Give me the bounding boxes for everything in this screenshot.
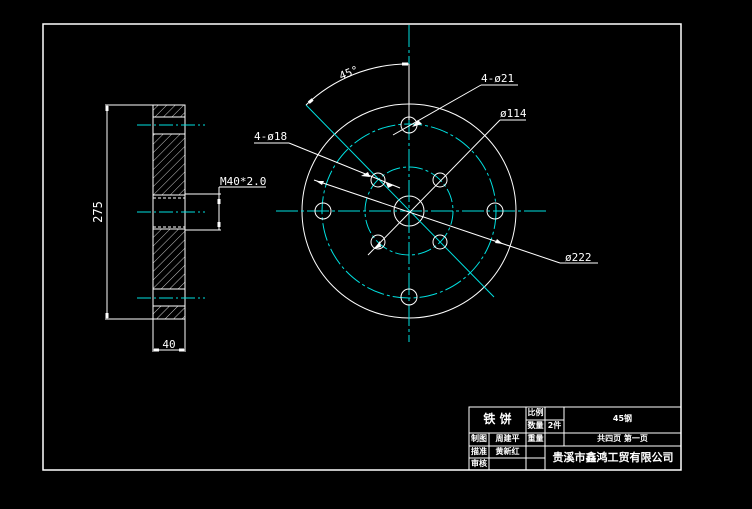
drawn-by: 周建平 — [495, 434, 520, 443]
inner-holes-label: 4-ø18 — [254, 130, 287, 143]
drawing-frame — [42, 23, 682, 471]
angle-dimension-text: 45° — [337, 63, 360, 82]
hatch-section — [152, 305, 186, 320]
angle-dimension-arc — [305, 63, 410, 106]
hatch-section — [152, 133, 186, 196]
outer-hole — [486, 202, 504, 220]
width-dimension-text: 40 — [162, 338, 175, 351]
approved-label: 审核 — [471, 459, 487, 468]
title-block — [468, 406, 682, 471]
part-name: 铁 饼 — [483, 412, 512, 426]
quantity-value: 2件 — [547, 421, 562, 430]
thread-dimension-text: M40*2.0 — [220, 175, 266, 188]
checked-label: 描准 — [471, 447, 487, 456]
scale-label: 比例 — [527, 408, 544, 417]
front-view: 45° 4-ø21 ø114 4-ø18 ø222 — [254, 25, 598, 342]
outer-hole — [314, 202, 332, 220]
checked-by: 黄新红 — [495, 447, 520, 456]
inner-hole — [370, 172, 386, 188]
height-dimension-text: 275 — [91, 201, 105, 223]
sheet-info: 共四页 第一页 — [597, 434, 648, 443]
company-name: 贵溪市鑫鸿工贸有限公司 — [552, 451, 674, 464]
hatch-section — [152, 104, 186, 118]
outer-dia-label: ø222 — [565, 251, 592, 264]
hatch-section — [152, 228, 186, 290]
outer-hole — [400, 288, 418, 306]
outer-holes-label: 4-ø21 — [481, 72, 514, 85]
inner-hole — [370, 234, 386, 250]
quantity-label: 数量 — [527, 421, 544, 430]
inner-hole — [432, 172, 448, 188]
material: 45钢 — [612, 414, 633, 423]
drawn-label: 制图 — [471, 434, 487, 443]
pitch-circle-label: ø114 — [500, 107, 527, 120]
weight-label: 重量 — [527, 434, 544, 443]
inner-hole — [432, 234, 448, 250]
side-view: 275 40 M40*2.0 — [91, 104, 266, 352]
